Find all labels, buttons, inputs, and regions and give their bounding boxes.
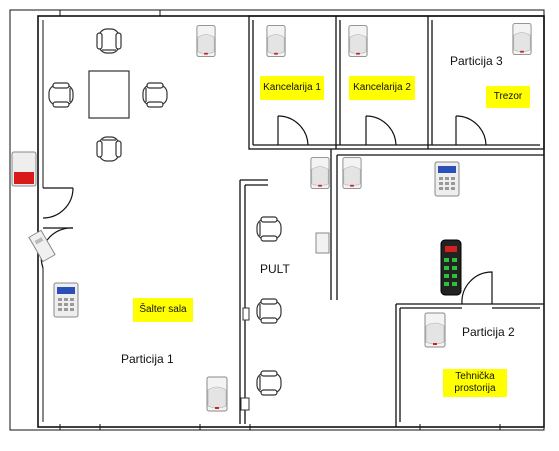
- room-label: Kancelarija 1: [263, 82, 321, 93]
- chair-icon: [142, 82, 168, 108]
- partition-1-label: Particija 1: [121, 352, 174, 366]
- interior-walls: [239, 15, 545, 427]
- alarm-keypad-icon: [434, 161, 460, 197]
- room-label: Trezor: [493, 91, 523, 102]
- counter-marker: [240, 397, 250, 411]
- chair-icon: [256, 298, 282, 324]
- pir-motion-sensor-icon: [348, 25, 368, 57]
- partition-2-label: Particija 2: [462, 325, 515, 339]
- room-label: Kancelarija 2: [353, 82, 411, 93]
- chair-icon: [96, 136, 122, 162]
- pult-label: PULT: [260, 262, 290, 276]
- room-tag-trezor: Trezor: [486, 86, 530, 108]
- control-panel-box: [315, 232, 330, 254]
- meeting-table: [88, 70, 130, 119]
- room-tag-kancelarija-2: Kancelarija 2: [349, 76, 415, 100]
- chair-icon: [48, 82, 74, 108]
- pir-motion-sensor-icon: [342, 157, 362, 189]
- partition-3-label: Particija 3: [450, 54, 503, 68]
- siren-icon: [11, 151, 37, 187]
- pir-motion-sensor-icon: [196, 25, 216, 57]
- doors: [40, 115, 493, 305]
- window-marks: [59, 10, 501, 430]
- remote-keypad-icon: [440, 239, 462, 296]
- room-label-line1: Tehnička: [455, 371, 495, 382]
- chair-icon: [256, 216, 282, 242]
- alarm-keypad-icon: [53, 282, 79, 318]
- room-tag-tehnicka: Tehnička prostorija: [443, 369, 507, 397]
- chair-icon: [96, 28, 122, 54]
- pir-motion-sensor-icon: [266, 25, 286, 57]
- chair-icon: [256, 370, 282, 396]
- room-label: Šalter sala: [139, 304, 187, 315]
- room-tag-salter-sala: Šalter sala: [133, 298, 193, 322]
- contact-sensor-icon: [28, 229, 56, 263]
- pir-motion-sensor-icon: [512, 23, 532, 55]
- counter-marker: [242, 307, 250, 321]
- pir-motion-sensor-icon: [206, 376, 228, 412]
- pir-motion-sensor-icon: [424, 312, 446, 348]
- room-tag-kancelarija-1: Kancelarija 1: [260, 76, 324, 100]
- pir-motion-sensor-icon: [310, 157, 330, 189]
- room-label-line2: prostorija: [454, 383, 496, 394]
